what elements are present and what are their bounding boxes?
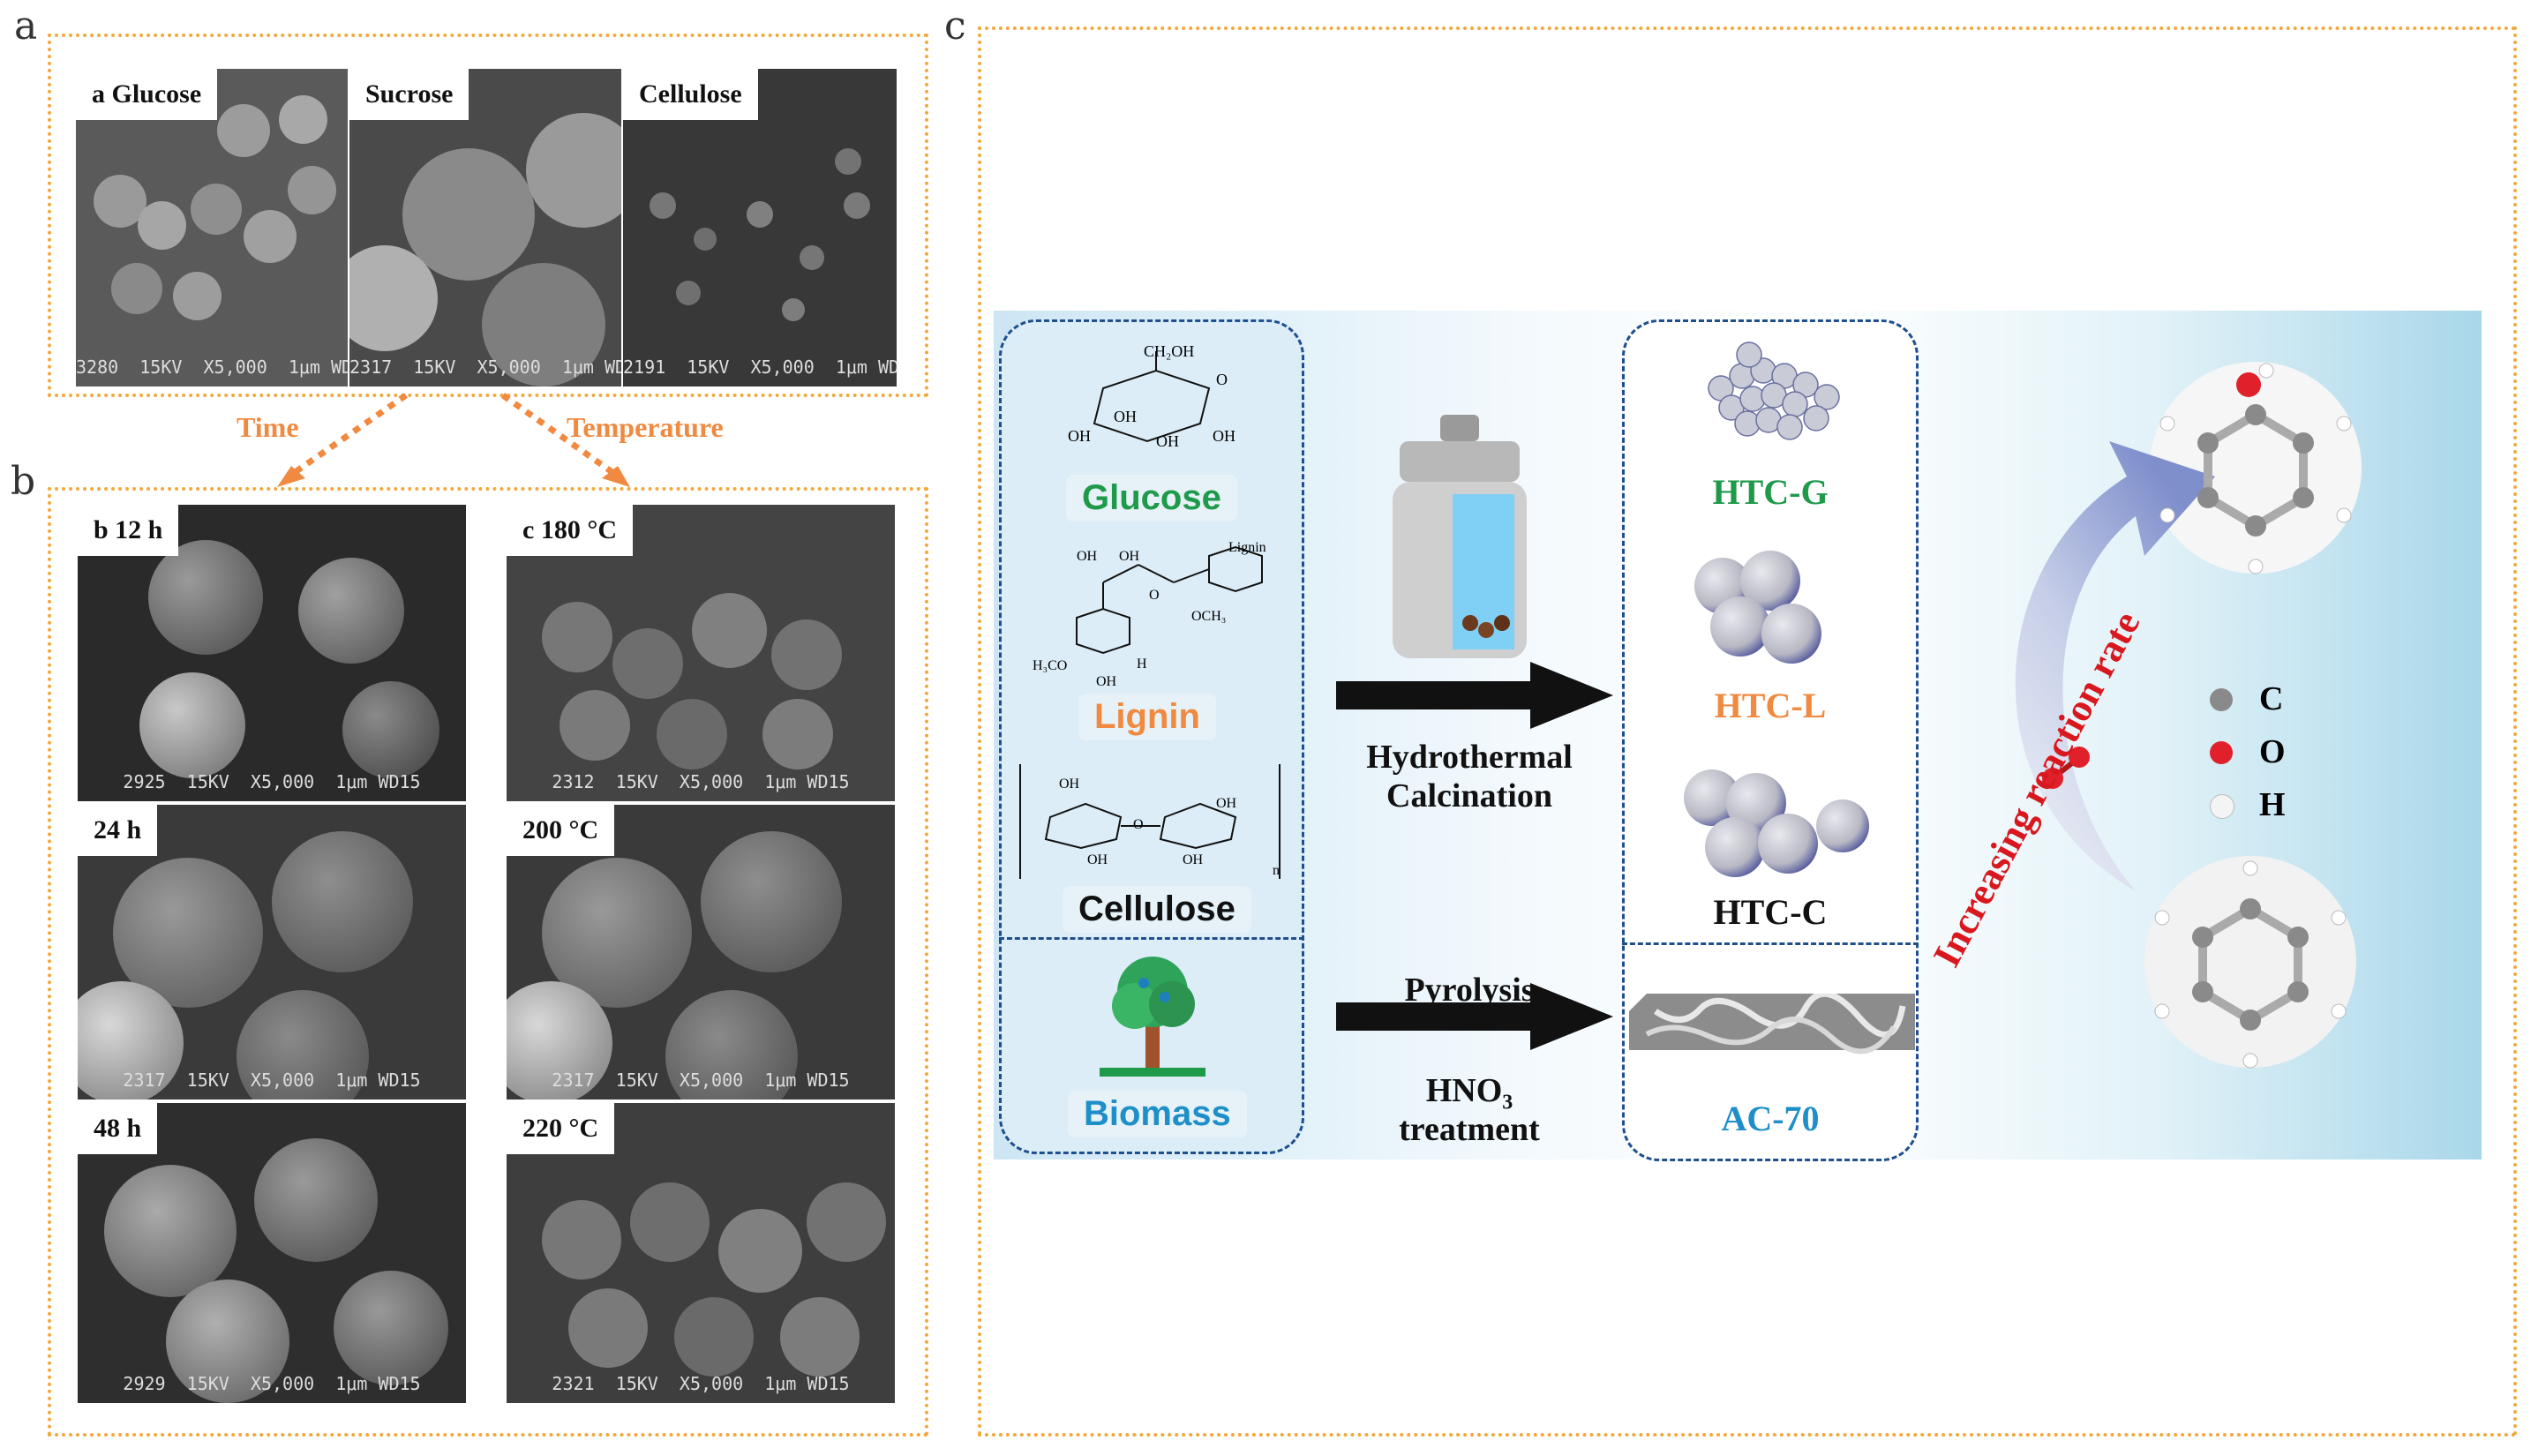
panel-b-frame [48, 487, 928, 1437]
process-hno3-sub: 3 [1502, 1091, 1513, 1115]
process-hydrothermal-line2: Calcination [1386, 777, 1552, 814]
sem-image-220c: 220 °C 2321 15KV X5,000 1μm WD15 [507, 1103, 895, 1403]
sem-image-sucrose: Sucrose 2317 15KV X5,000 1μm WD15 [349, 69, 621, 387]
cellulose-n: n [1273, 863, 1280, 878]
process-treatment-line: treatment [1399, 1111, 1540, 1148]
lignin-oh-3: OH [1096, 674, 1117, 689]
oxygen-atom-icon [2210, 741, 2233, 764]
hydrogen-atom-icon [2210, 794, 2234, 819]
lignin-tag: Lignin [1228, 540, 1266, 555]
lignin-structure [1076, 545, 1263, 655]
ac70-structure [1629, 994, 1915, 1054]
sem-scale-cellulose: 2191 15KV X5,000 1μm WD15 [623, 356, 897, 378]
glucose-structure [1093, 351, 1211, 443]
autoclave-icon [1393, 415, 1527, 658]
temperature-label: Temperature [567, 411, 724, 443]
cellulose-oh-2: OH [1087, 852, 1108, 867]
panel-c-frame [978, 26, 2517, 1437]
sem-image-12h: b 12 h 2925 15KV X5,000 1μm WD15 [78, 505, 466, 801]
sem-scale-12h: 2925 15KV X5,000 1μm WD15 [123, 771, 421, 792]
panel-a-frame [48, 34, 928, 397]
sem-image-200c: 200 °C 2317 15KV X5,000 1μm WD15 [507, 805, 895, 1100]
panel-letter-c: c [944, 4, 966, 49]
glucose-oh-3: OH [1156, 432, 1179, 450]
legend-c-label: C [2259, 680, 2284, 717]
phenol-circle [2150, 362, 2362, 574]
sem-label-glucose: a Glucose [76, 69, 218, 120]
benzene-circle [2144, 856, 2356, 1068]
sem-scale-180c: 2312 15KV X5,000 1μm WD15 [552, 771, 850, 792]
htc-l-particles [1694, 551, 1821, 664]
time-temperature-arrows [277, 393, 630, 487]
glucose-oh-2: OH [1114, 408, 1137, 425]
process-hno3-main: HNO [1425, 1072, 1503, 1109]
sem-image-180c: c 180 °C 2312 15KV X5,000 1μm WD15 [507, 505, 895, 801]
panel-letter-b: b [11, 459, 36, 504]
process-hydrothermal-label: Hydrothermal Calcination [1341, 738, 1597, 815]
carbon-atom-icon [2210, 688, 2233, 711]
sem-scale-glucose: 3280 15KV X5,000 1μm WD15 [76, 356, 348, 378]
reaction-arrow-shape [2015, 441, 2215, 891]
sem-label-220c: 220 °C [507, 1103, 615, 1154]
cellulose-structure [1019, 764, 1281, 879]
glucose-label: Glucose [1066, 475, 1237, 522]
process-hno3-line: HNO3 [1341, 1071, 1597, 1115]
sem-scale-200c: 2317 15KV X5,000 1μm WD15 [552, 1069, 850, 1091]
product-htc-l-label: HTC-L [1714, 686, 1827, 725]
biomass-label: Biomass [1068, 1091, 1247, 1137]
sem-image-24h: 24 h 2317 15KV X5,000 1μm WD15 [78, 805, 466, 1100]
legend-o-label: O [2259, 733, 2286, 770]
cellulose-oh-1: OH [1059, 777, 1080, 792]
sem-image-48h: 48 h 2929 15KV X5,000 1μm WD15 [78, 1103, 466, 1403]
sem-scale-220c: 2321 15KV X5,000 1μm WD15 [552, 1373, 850, 1394]
product-divider [1622, 942, 1919, 945]
glucose-oh-4: OH [1213, 427, 1235, 445]
sem-label-12h: b 12 h [78, 505, 179, 556]
cellulose-oh-4: OH [1183, 852, 1204, 867]
sem-label-200c: 200 °C [507, 805, 615, 856]
sem-image-cellulose: Cellulose 2191 15KV X5,000 1μm WD15 [623, 69, 897, 387]
cellulose-oh-3: OH [1216, 796, 1237, 811]
temperature-arrow-head [602, 466, 630, 487]
sem-label-cellulose: Cellulose [623, 69, 758, 120]
glucose-ring-o: O [1216, 371, 1228, 388]
time-arrow-line [289, 393, 408, 477]
sem-label-180c: c 180 °C [507, 505, 633, 556]
process-pyrolysis-line1: Pyrolysis [1404, 972, 1535, 1009]
sem-scale-48h: 2929 15KV X5,000 1μm WD15 [123, 1373, 421, 1394]
cellulose-o: O [1133, 817, 1144, 832]
temperature-arrow-line [500, 393, 619, 477]
process-arrows [1336, 662, 1613, 1050]
reaction-scheme [2015, 362, 2362, 1069]
product-htc-g-label: HTC-G [1712, 472, 1829, 512]
lignin-h3co: H₃CO [1033, 658, 1068, 673]
sem-scale-24h: 2317 15KV X5,000 1μm WD15 [123, 1069, 421, 1091]
htc-c-particles [1684, 769, 1869, 877]
feedstock-divider [999, 937, 1304, 940]
panel-letter-a: a [14, 4, 38, 49]
htc-g-particles [1708, 341, 1840, 440]
product-ac70-label: AC-70 [1721, 1099, 1820, 1138]
legend-h-label: H [2259, 786, 2286, 823]
lignin-och3: OCH₃ [1191, 609, 1227, 624]
lignin-o: O [1149, 588, 1160, 603]
sem-label-24h: 24 h [78, 805, 158, 856]
product-htc-c-label: HTC-C [1713, 892, 1828, 932]
glucose-oh-1: OH [1068, 427, 1091, 445]
time-arrow-head [277, 466, 305, 487]
sem-label-48h: 48 h [78, 1103, 158, 1154]
lignin-h: H [1137, 657, 1147, 672]
time-label: Time [237, 411, 299, 443]
glucose-ch2oh: CH₂OH [1144, 342, 1195, 360]
lignin-label: Lignin [1078, 694, 1216, 740]
sem-scale-sucrose: 2317 15KV X5,000 1μm WD15 [349, 356, 621, 378]
lignin-oh-2: OH [1119, 549, 1140, 564]
sem-label-sucrose: Sucrose [349, 69, 469, 120]
process-hydrothermal-line1: Hydrothermal [1366, 739, 1573, 776]
lignin-oh-1: OH [1077, 549, 1098, 564]
cellulose-label: Cellulose [1063, 886, 1251, 933]
tree-icon [1100, 957, 1205, 1077]
sem-image-glucose: a Glucose 3280 15KV X5,000 1μm WD15 [76, 69, 348, 387]
